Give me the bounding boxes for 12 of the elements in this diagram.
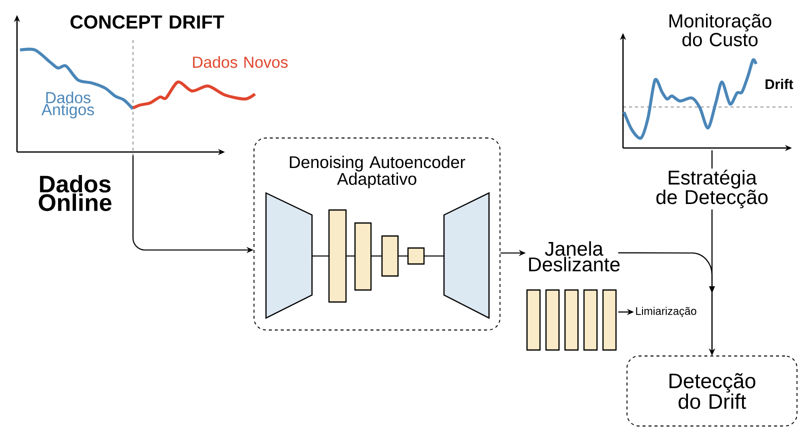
- window-label: Janela Deslizante: [529, 241, 620, 272]
- chart-title: CONCEPT DRIFT: [70, 15, 224, 29]
- series-label: Dados Novos: [193, 56, 288, 68]
- autoencoder-box: [254, 138, 500, 330]
- series-label: Dados Antigos: [41, 92, 94, 118]
- chart-title: Monitoração do Custo: [669, 14, 772, 46]
- section-heading: Dados Online: [38, 174, 112, 212]
- step-label: Estratégia de Detecção: [656, 170, 768, 208]
- result-box: Detecção do Drift: [626, 356, 798, 426]
- box-title: Denoising Autoencoder Adaptativo: [290, 156, 466, 188]
- step-label: Limiarização: [636, 306, 696, 318]
- threshold-label: Drift: [766, 78, 794, 90]
